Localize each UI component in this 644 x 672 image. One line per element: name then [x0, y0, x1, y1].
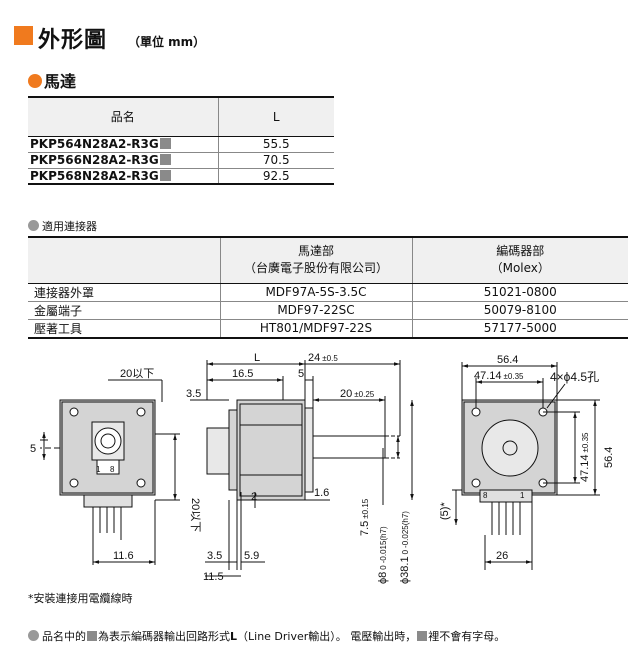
dim-1-6: 1.6 — [314, 487, 329, 499]
page-title: 外形圖 — [38, 28, 108, 53]
pin-8-label: 8 — [110, 465, 115, 474]
connector-item: 壓著工具 — [28, 319, 220, 339]
placeholder-square-icon — [159, 169, 171, 181]
code-note: 品名中的為表示編碼器輸出回路形式L（Line Driver輸出）。 電壓輸出時，… — [28, 628, 505, 644]
dim-24: 24±0.5 — [308, 352, 338, 364]
dim-20-side: 20以下 — [189, 498, 201, 532]
pin-8b-label: 8 — [483, 491, 488, 500]
connector-item: 連接器外罩 — [28, 283, 220, 302]
front-view — [40, 379, 180, 565]
dim-20-top: 20以下 — [120, 368, 154, 380]
pin-1b-label: 1 — [520, 491, 525, 500]
dim-phi8: ϕ80-0.015(h7) — [377, 526, 389, 584]
table-row: 連接器外罩 MDF97A-5S-3.5C 51021-0800 — [28, 283, 628, 302]
model-table: 品名 L PKP564N28A2-R3G 55.5 PKP566N28A2-R3… — [28, 96, 334, 185]
dimension-drawing: 20以下 20以下 5 11.6 1 8 L 24±0.5 16.5 5 3.5… — [30, 352, 615, 584]
col-header-name: 品名 — [28, 96, 218, 137]
bullet-dot-icon — [28, 630, 39, 641]
connector-encoder: 51021-0800 — [411, 283, 628, 302]
col-header-encoder: 編碼器部（Molex） — [411, 236, 628, 284]
col-header-motor: 馬達部（台廣電子股份有限公司） — [219, 236, 412, 284]
placeholder-square-icon — [159, 154, 171, 165]
dim-47-14: 47.14±0.35 — [474, 370, 524, 382]
connector-item: 金屬端子 — [28, 301, 220, 320]
connector-table: 馬達部（台廣電子股份有限公司） 編碼器部（Molex） 連接器外罩 MDF97A… — [28, 236, 628, 339]
dim-26: 26 — [496, 550, 508, 562]
dim-11-5: 11.5 — [203, 571, 224, 583]
section-dot-icon — [28, 74, 42, 88]
dim-5-star: (5)* — [439, 502, 451, 520]
dim-L: L — [254, 352, 260, 364]
model-l-value: 92.5 — [217, 168, 334, 185]
dim-16-5: 16.5 — [232, 368, 253, 380]
dim-7-5: 7.5±0.15 — [359, 498, 371, 536]
col-header-l: L — [217, 96, 334, 137]
placeholder-square-icon — [87, 631, 97, 641]
table-row: PKP568N28A2-R3G 92.5 — [28, 168, 334, 185]
col-header-empty — [28, 236, 220, 284]
table-row: 金屬端子 MDF97-22SC 50079-8100 — [28, 301, 628, 320]
dim-47-14-vertical: 47.14±0.35 — [579, 432, 591, 482]
rear-view — [452, 362, 600, 570]
connector-motor: MDF97-22SC — [219, 301, 412, 320]
cable-note: *安裝連接用電纜線時 — [28, 592, 133, 605]
connector-motor: HT801/MDF97-22S — [219, 319, 412, 339]
model-l-value: 70.5 — [217, 152, 334, 169]
connector-motor: MDF97A-5S-3.5C — [219, 283, 412, 302]
table-row: 壓著工具 HT801/MDF97-22S 57177-5000 — [28, 319, 628, 339]
model-name: PKP564N28A2-R3G — [30, 137, 159, 151]
dim-3-5-top: 3.5 — [186, 388, 201, 400]
connector-title: 適用連接器 — [28, 218, 97, 234]
dim-20-shaft: 20±0.25 — [340, 388, 375, 400]
dim-5-9: 5.9 — [244, 550, 259, 562]
model-name: PKP566N28A2-R3G — [30, 153, 159, 167]
dim-3-5-bottom: 3.5 — [207, 550, 222, 562]
table-row: PKP566N28A2-R3G 70.5 — [28, 152, 334, 169]
placeholder-square-icon — [417, 631, 428, 641]
connector-encoder: 50079-8100 — [411, 301, 628, 320]
model-l-value: 55.5 — [217, 136, 334, 153]
placeholder-square-icon — [159, 138, 171, 149]
dim-holes: 4×ϕ4.5孔 — [550, 370, 599, 384]
dim-56-4-vertical: 56.4 — [603, 447, 615, 468]
connector-encoder: 57177-5000 — [411, 319, 628, 339]
model-name: PKP568N28A2-R3G — [30, 168, 159, 183]
side-view — [190, 360, 414, 577]
pin-1-label: 1 — [96, 465, 101, 474]
dim-phi38: ϕ38.10-0.025(h7) — [399, 511, 411, 584]
dim-2: 2 — [251, 491, 257, 503]
dim-56-4: 56.4 — [497, 354, 518, 366]
dim-5-side: 5 — [298, 368, 304, 380]
section-title: 馬達 — [44, 72, 77, 91]
dim-5-front: 5 — [30, 443, 36, 455]
bullet-dot-icon — [28, 220, 39, 231]
table-row: PKP564N28A2-R3G 55.5 — [28, 136, 334, 153]
unit-label: （單位 mm） — [128, 35, 206, 49]
heading-square-icon — [14, 26, 33, 45]
dim-11-6: 11.6 — [113, 550, 134, 562]
